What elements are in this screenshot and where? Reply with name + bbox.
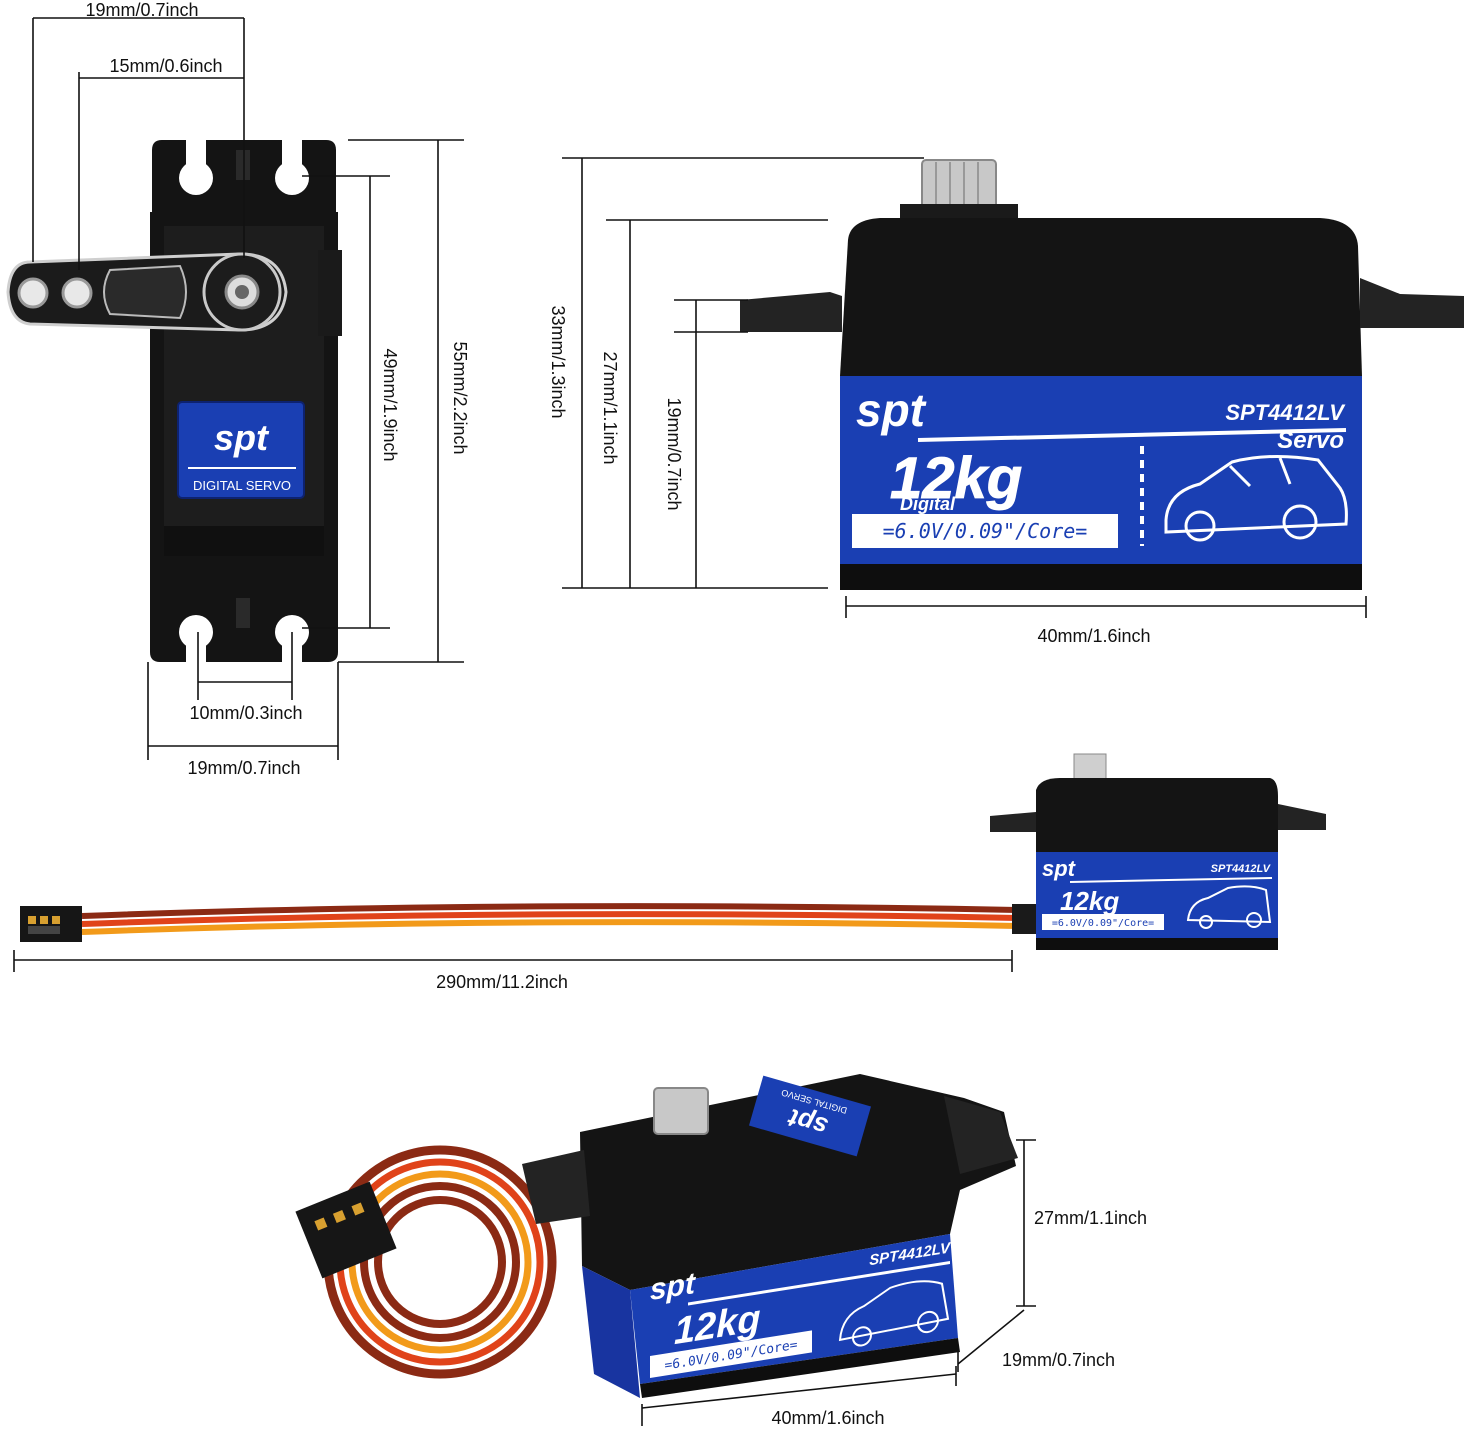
top-view-servo: spt DIGITAL SERVO <box>6 140 342 662</box>
dim-body-width: 19mm/0.7inch <box>187 758 300 778</box>
dim-arm-hole-spacing: 15mm/0.6inch <box>109 56 222 76</box>
digital-servo-badge: spt DIGITAL SERVO <box>177 401 305 499</box>
small-car-icon <box>1186 885 1272 929</box>
small-logo: spt <box>1042 856 1077 881</box>
iso-view-dimensions: 27mm/1.1inch 19mm/0.7inch 40mm/1.6inch <box>641 1139 1147 1428</box>
side-view-dimensions: 33mm/1.3inch 27mm/1.1inch 19mm/0.7inch 4… <box>548 157 1367 646</box>
small-model: SPT4412LV <box>1211 863 1272 875</box>
side-view-servo: spt SPT4412LV Servo 12kg Digital =6.0V/0… <box>740 159 1464 590</box>
dim-total-height: 33mm/1.3inch <box>548 305 568 418</box>
dim-body-length: 40mm/1.6inch <box>1037 626 1150 646</box>
dim-mount-hole-gap: 10mm/0.3inch <box>189 703 302 723</box>
iso-car-icon <box>838 1280 950 1347</box>
iso-logo: spt <box>650 1267 697 1307</box>
top-view-dimensions: 19mm/0.7inch 15mm/0.6inch 49mm/1.9inch 5… <box>32 0 470 778</box>
dim-arm-length: 19mm/0.7inch <box>85 0 198 20</box>
badge-logo: spt <box>214 417 270 458</box>
dim-body-height: 27mm/1.1inch <box>600 351 620 464</box>
dim-iso-length: 40mm/1.6inch <box>771 1408 884 1428</box>
car-sketch-icon <box>1164 454 1348 542</box>
small-spec: =6.0V/0.09"/Core= <box>1052 918 1154 929</box>
iso-view-servo: spt DIGITAL SERVO spt SPT4412LV 12kg =6.… <box>295 1074 1018 1398</box>
side-spec: =6.0V/0.09"/Core= <box>883 519 1088 543</box>
dim-iso-depth: 19mm/0.7inch <box>1002 1350 1115 1370</box>
side-model: SPT4412LV <box>1225 400 1346 425</box>
side-torque: 12kg <box>890 446 1022 511</box>
small-torque: 12kg <box>1060 886 1119 916</box>
badge-text: DIGITAL SERVO <box>193 478 291 493</box>
dim-mount-hole-spacing: 49mm/1.9inch <box>380 348 400 461</box>
dim-cable-length: 290mm/11.2inch <box>436 972 568 992</box>
dim-overall-length: 55mm/2.2inch <box>450 341 470 454</box>
dim-below-flange-height: 19mm/0.7inch <box>664 397 684 510</box>
cable-view: spt SPT4412LV 12kg =6.0V/0.09"/Core= 290… <box>13 753 1326 992</box>
side-subtitle: Servo <box>1277 427 1344 454</box>
side-torque-sub: Digital <box>900 494 956 514</box>
side-logo: spt <box>856 384 927 436</box>
dim-iso-height: 27mm/1.1inch <box>1034 1208 1147 1228</box>
